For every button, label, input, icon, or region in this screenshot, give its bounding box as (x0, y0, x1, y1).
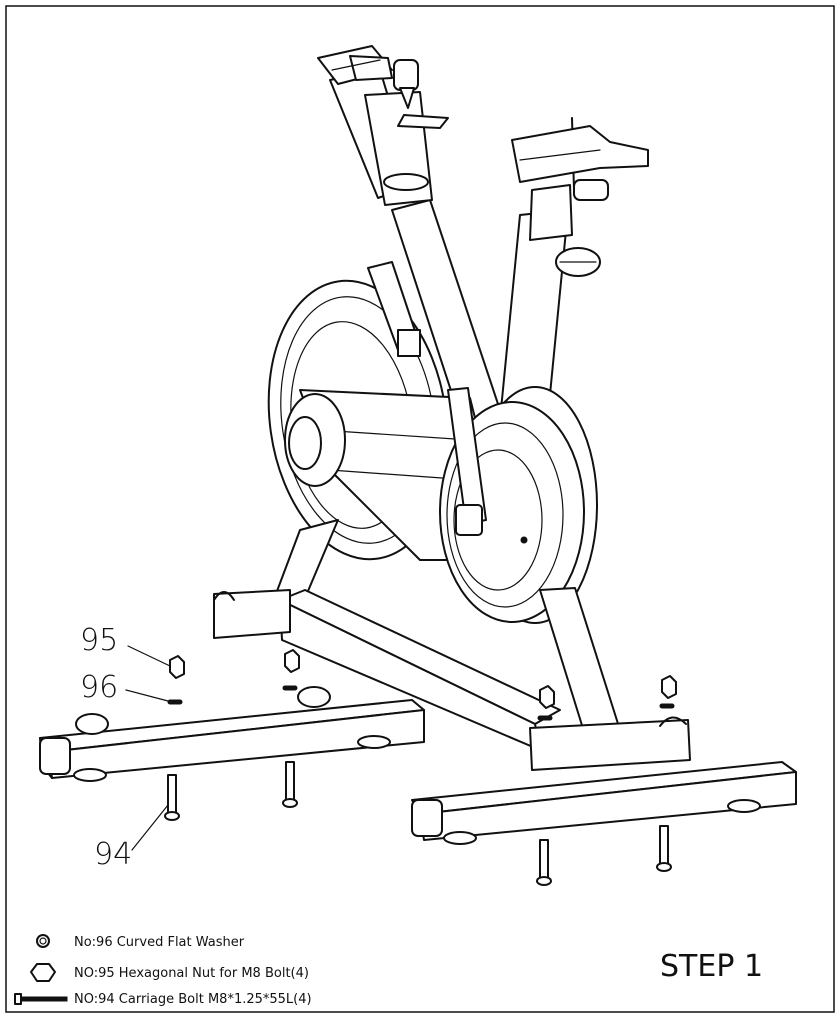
legend-text-washer: No:96 Curved Flat Washer (74, 935, 245, 950)
curved-washer-icon (36, 934, 50, 948)
handlebar (317, 45, 449, 129)
parts-legend: No:96 Curved Flat Washer NO:95 Hexagonal… (14, 934, 312, 1007)
saddle (511, 125, 649, 201)
exercise-bike (213, 45, 691, 771)
legend-text-nut: NO:95 Hexagonal Nut for M8 Bolt(4) (74, 966, 309, 981)
part-label-95: 95 (80, 623, 118, 658)
diagram-frame (5, 5, 835, 1013)
rear-stabilizer (39, 686, 425, 782)
hex-nuts (169, 649, 677, 709)
base-beam (213, 589, 691, 771)
leader-96 (125, 689, 169, 702)
step-label: STEP 1 (660, 949, 763, 984)
hex-nut-icon (30, 963, 56, 982)
leader-95 (127, 645, 171, 667)
part-label-94: 94 (94, 837, 132, 872)
part-label-96: 96 (80, 670, 118, 705)
carriage-bolts (164, 761, 672, 886)
crank-arm (447, 387, 487, 525)
curved-washers (167, 685, 675, 721)
leader-94 (131, 804, 169, 851)
carriage-bolt-icon (14, 993, 68, 1005)
front-stabilizer (411, 761, 797, 845)
legend-text-bolt: NO:94 Carriage Bolt M8*1.25*55L(4) (74, 992, 312, 1007)
